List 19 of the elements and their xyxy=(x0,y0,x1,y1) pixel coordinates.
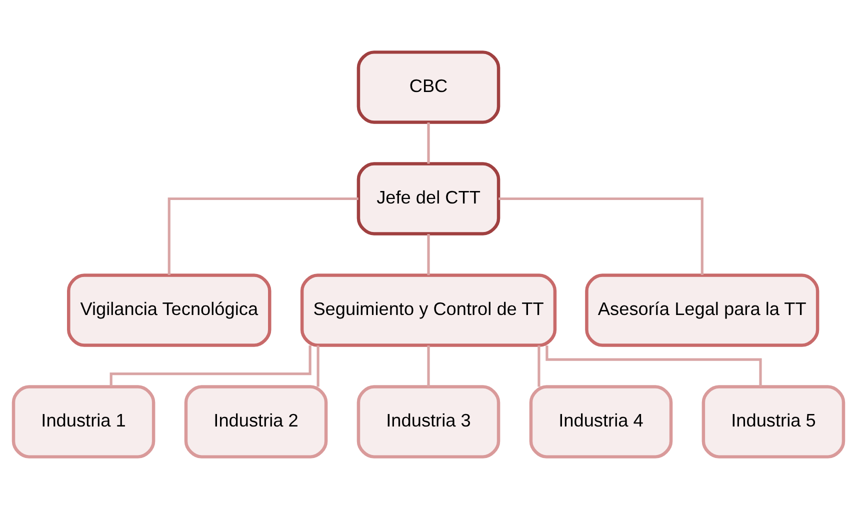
connector xyxy=(427,234,430,276)
connector xyxy=(168,197,358,275)
node-box: Asesoría Legal para la TT xyxy=(585,274,820,347)
node-box: Industria 3 xyxy=(356,385,500,458)
node-box: Vigilancia Tecnológica xyxy=(67,274,272,347)
node-box: Industria 4 xyxy=(529,385,673,458)
node-box: Seguimiento y Control de TT xyxy=(300,274,557,347)
connector xyxy=(538,346,540,387)
node-box: CBC xyxy=(356,50,500,124)
connector xyxy=(427,122,430,164)
connector xyxy=(316,346,320,387)
connector xyxy=(498,197,704,275)
connector xyxy=(546,346,762,387)
node-box: Industria 1 xyxy=(12,385,156,458)
node-box: Industria 5 xyxy=(702,385,846,458)
connector xyxy=(427,346,430,387)
node-box: Industria 2 xyxy=(184,385,328,458)
connector xyxy=(110,345,312,386)
node-box: Jefe del CTT xyxy=(356,162,500,236)
